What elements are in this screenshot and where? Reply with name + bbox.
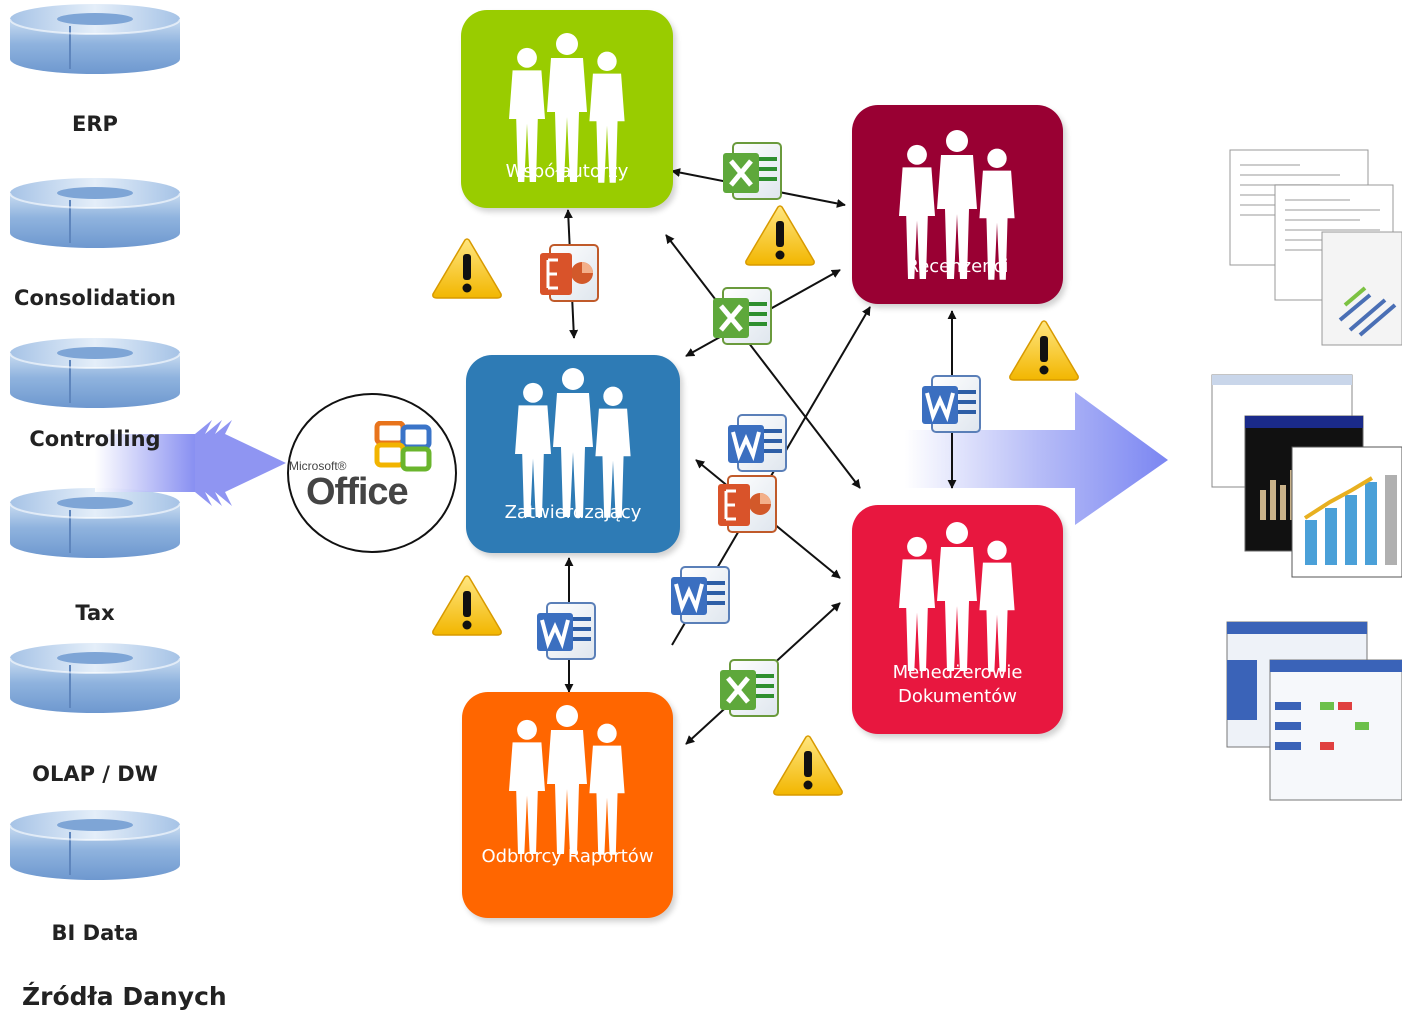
word-icon (920, 374, 982, 434)
database-icon (9, 809, 181, 881)
source-label-bi-data: BI Data (51, 921, 139, 945)
word-icon (669, 565, 731, 625)
database-icon (9, 487, 181, 559)
source-label-erp: ERP (72, 112, 118, 136)
output-arrow (905, 392, 1168, 525)
warning-icon (1009, 320, 1079, 381)
screenshots-thumbnail (1226, 621, 1402, 801)
word-icon (726, 413, 788, 473)
word-icon (535, 601, 597, 661)
powerpoint-icon (716, 474, 778, 534)
role-label-zatwierdzajacy: Zatwierdzający (504, 502, 642, 523)
excel-icon (713, 288, 771, 344)
role-menedzerowie: Menedżerowie Dokumentów (852, 505, 1063, 734)
data-sources-title: Źródła Danych (22, 982, 227, 1011)
role-label-recenzenci: Recenzenci (906, 256, 1009, 277)
database-icon (9, 642, 181, 714)
role-wspolautorzy: Współautorzy (461, 10, 673, 208)
incoming-flow-arrow (95, 420, 286, 506)
powerpoint-icon (538, 243, 600, 303)
source-label-consolidation: Consolidation (14, 286, 176, 310)
warning-icon (745, 205, 815, 266)
role-label-wspolautorzy: Współautorzy (505, 161, 629, 182)
office-logo: Microsoft® Office (287, 393, 457, 553)
role-recenzenci: Recenzenci (852, 105, 1063, 304)
database-icon (9, 177, 181, 249)
excel-icon (723, 143, 781, 199)
warning-icon (773, 735, 843, 796)
role-zatwierdzajacy: Zatwierdzający (466, 355, 680, 553)
role-odbiorcy: Odbiorcy Raportów (462, 692, 673, 918)
database-icon (9, 3, 181, 75)
excel-icon (720, 660, 778, 716)
warning-icon (432, 575, 502, 636)
role-label-menedzerowie: Menedżerowie Dokumentów (892, 662, 1023, 707)
charts-thumbnail (1211, 374, 1402, 578)
role-label-odbiorcy: Odbiorcy Raportów (481, 846, 654, 867)
printed-reports-thumbnail (1229, 149, 1402, 346)
office-logo-small-text: Microsoft® (289, 459, 347, 473)
source-label-tax: Tax (75, 601, 115, 625)
warning-icon (432, 238, 502, 299)
office-logo-text: Office (306, 471, 409, 513)
people-silhouette-icon (462, 692, 673, 918)
source-label-controlling: Controlling (29, 427, 161, 451)
source-label-olap-dw: OLAP / DW (32, 762, 158, 786)
database-icon (9, 337, 181, 409)
office-logo-icon (374, 421, 432, 472)
